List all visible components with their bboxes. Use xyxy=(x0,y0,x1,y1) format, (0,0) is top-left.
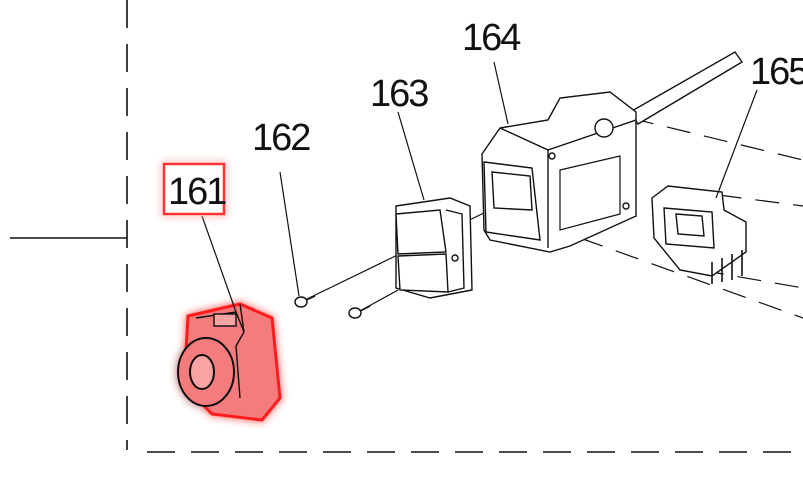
part-165-connector[interactable] xyxy=(651,185,747,284)
callout-164[interactable]: 164 xyxy=(462,17,523,59)
part-161-switch[interactable] xyxy=(177,302,282,422)
part-163-bracket[interactable] xyxy=(395,197,473,299)
part-162-screws[interactable] xyxy=(294,295,371,319)
callout-161-highlight-box xyxy=(162,162,226,216)
callout-163[interactable]: 163 xyxy=(370,73,430,115)
callout-165[interactable]: 165 xyxy=(750,51,803,93)
callout-161[interactable]: 161 xyxy=(168,171,228,213)
leader-lines xyxy=(201,61,758,313)
callout-162[interactable]: 162 xyxy=(252,117,312,159)
part-164-housing[interactable] xyxy=(481,51,744,253)
